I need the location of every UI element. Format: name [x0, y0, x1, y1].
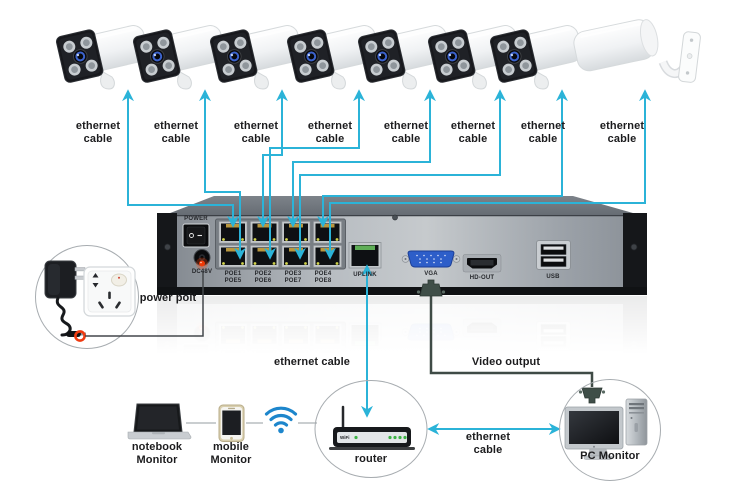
cable-label-8: ethernet cable	[599, 120, 645, 145]
cable-label-2: ethernet cable	[153, 120, 199, 145]
poe-port-label-3: POE3 POE7	[277, 271, 309, 284]
poe8-label: POE8	[314, 277, 332, 284]
poe4-label: POE4	[314, 271, 332, 277]
poe6-label: POE6	[254, 277, 272, 284]
poe5-label: POE5	[224, 277, 242, 284]
notebook-label: notebook Monitor	[131, 441, 183, 466]
mobile-phone	[218, 404, 245, 442]
hdout-port-label: HD-OUT	[469, 274, 495, 281]
power-circle	[35, 245, 139, 349]
camera-8-rear	[573, 19, 701, 83]
poe-port-label-2: POE2 POE6	[247, 271, 279, 284]
poe-port-label-1: POE1 POE5	[217, 271, 249, 284]
power-plug-highlight-ring	[74, 330, 86, 342]
power-point-group	[35, 245, 204, 349]
poe7-label: POE7	[284, 277, 302, 284]
mobile-label: mobile Monitor	[210, 441, 252, 466]
ethernet-cable-2	[199, 89, 246, 260]
power-cable-line	[85, 271, 204, 337]
video-output-line	[429, 296, 594, 387]
pc-monitor-label: PC Monitor	[580, 450, 640, 462]
reflection-fade	[150, 296, 655, 401]
usb-port-label: USB	[546, 273, 560, 280]
poe1-label: POE1	[224, 271, 242, 277]
ethernet-cable-1	[122, 89, 239, 228]
poe-port-label-4: POE4 POE8	[307, 271, 339, 284]
router-wifi-text: WiFi	[340, 435, 350, 440]
wall-socket	[83, 266, 136, 317]
pc-group	[559, 379, 661, 481]
router-label: router	[354, 453, 388, 465]
cable-label-4: ethernet cable	[307, 120, 353, 145]
uplink-port-label: UPLINK	[353, 271, 377, 278]
wifi-icon	[264, 406, 298, 434]
cable-label-7: ethernet cable	[520, 120, 566, 145]
poe2-label: POE2	[254, 271, 272, 277]
router-group	[314, 380, 428, 478]
vga-plug-nvr	[416, 279, 446, 297]
cable-label-1: ethernet cable	[75, 120, 121, 145]
video-output-label: Video output	[471, 356, 541, 368]
pc-monitor	[564, 406, 624, 460]
dc-jack-label: DC48V	[191, 268, 213, 275]
cable-label-5: ethernet cable	[383, 120, 429, 145]
cable-label-3: ethernet cable	[233, 120, 279, 145]
camera-cables	[122, 89, 651, 260]
notebook	[127, 403, 192, 440]
vga-plug-pc	[578, 387, 606, 404]
ethernet-cable-8	[324, 89, 651, 260]
adapter-cable	[55, 296, 72, 337]
uplink-cable-label: ethernet cable	[274, 356, 350, 368]
poe3-label: POE3	[284, 271, 302, 277]
router-circle	[314, 380, 428, 478]
power-switch-label: POWER	[184, 216, 208, 222]
power-adapter	[44, 260, 86, 337]
vga-port-label: VGA	[424, 271, 438, 277]
pc-tower	[625, 398, 648, 446]
pc-circle	[559, 379, 661, 481]
cable-label-6: ethernet cable	[450, 120, 496, 145]
router-pc-cable-label: ethernet cable	[465, 431, 511, 456]
power-point-label: power poit	[139, 292, 197, 304]
